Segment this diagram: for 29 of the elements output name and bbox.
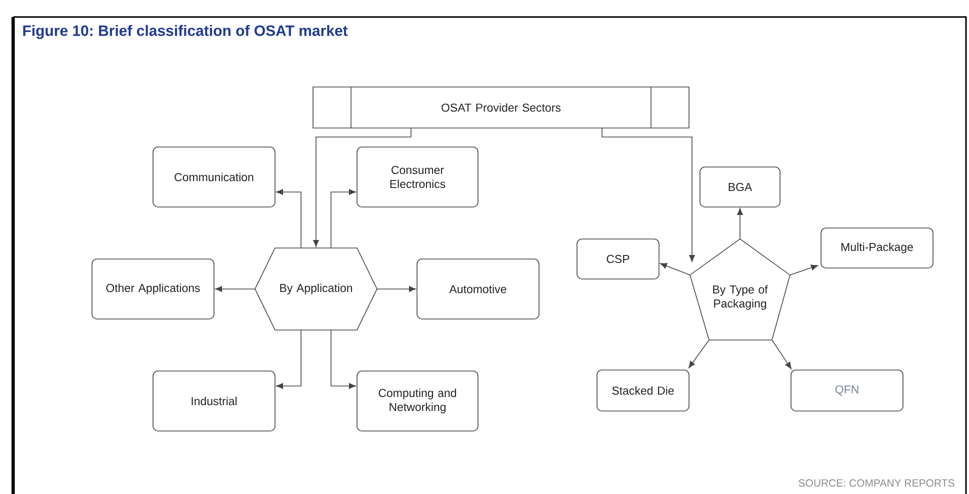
category-box: CSP xyxy=(576,238,660,280)
arrow xyxy=(688,340,710,368)
category-box: Communication xyxy=(152,146,276,208)
category-box: Multi-Package xyxy=(820,228,934,268)
arrow xyxy=(790,264,818,276)
arrow xyxy=(772,340,792,370)
arrow xyxy=(276,330,302,389)
arrow xyxy=(602,128,695,262)
arrow xyxy=(215,286,256,292)
category-box: QFN xyxy=(790,370,904,412)
arrow xyxy=(376,286,416,292)
arrow xyxy=(330,189,356,248)
arrow xyxy=(276,189,302,248)
category-box: Stacked Die xyxy=(596,370,690,412)
arrow xyxy=(660,262,690,276)
category-box: Automotive xyxy=(416,258,540,320)
pentagon: By Type of Packaging xyxy=(690,238,790,340)
arrow xyxy=(330,330,356,389)
category-box: Other Applications xyxy=(92,258,214,320)
category-box: Industrial xyxy=(152,370,276,432)
source-note: SOURCE: COMPANY REPORTS xyxy=(798,479,954,487)
process-box: OSAT Provider Sectors xyxy=(312,86,690,128)
figure-title: Figure 10: Brief classification of OSAT market xyxy=(23,24,348,40)
category-box: Computing and Networking xyxy=(356,370,478,432)
arrow xyxy=(313,128,412,247)
arrow xyxy=(737,208,743,240)
hexagon: By Application xyxy=(254,248,378,330)
category-box: Consumer Electronics xyxy=(356,146,478,208)
category-box: BGA xyxy=(700,166,780,208)
